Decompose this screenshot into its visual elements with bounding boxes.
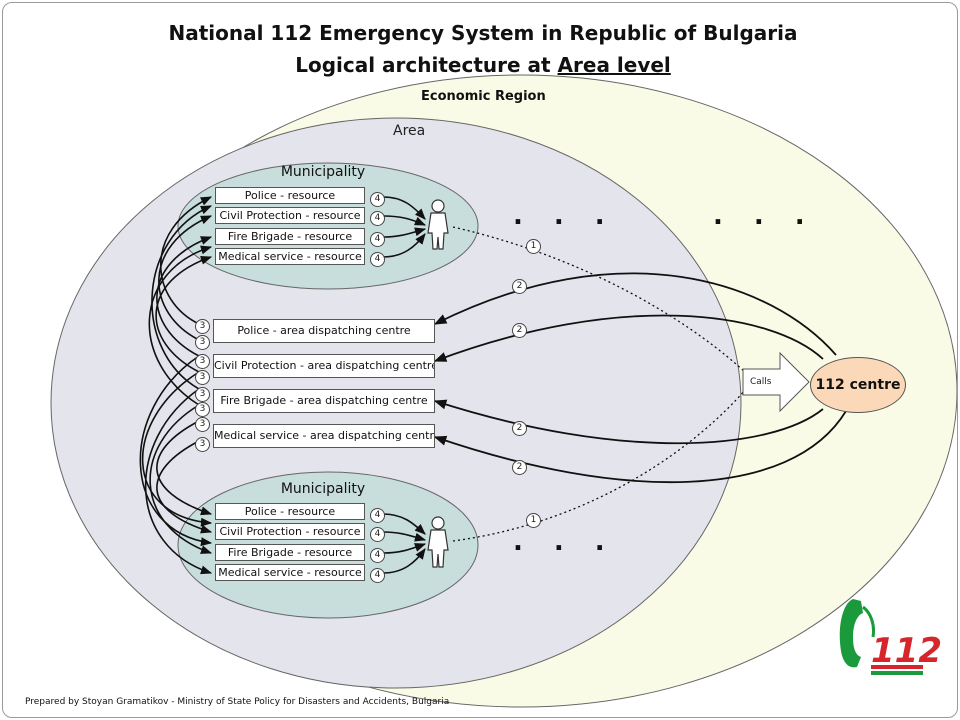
badge-3: 3 bbox=[195, 417, 210, 432]
dispatch-medical-service: Medical service - area dispatching centr… bbox=[213, 424, 435, 448]
badge-2: 2 bbox=[512, 279, 527, 294]
arrow-res-top-2 bbox=[382, 215, 427, 226]
dispatch-fire-brigade: Fire Brigade - area dispatching centre bbox=[213, 389, 435, 413]
badge-1: 1 bbox=[526, 513, 541, 528]
badge-3: 3 bbox=[195, 370, 210, 385]
resource-top-medical-service: Medical service - resource bbox=[215, 248, 365, 265]
badge-4: 4 bbox=[370, 508, 385, 523]
resource-bottom-police: Police - resource bbox=[215, 503, 365, 520]
badge-3: 3 bbox=[195, 402, 210, 417]
dispatch-civil-protection: Civil Protection - area dispatching cent… bbox=[213, 354, 435, 378]
arrow-res-top-3 bbox=[382, 227, 427, 238]
ellipsis-top-b: ... bbox=[713, 201, 836, 231]
resource-bottom-medical-service: Medical service - resource bbox=[215, 564, 365, 581]
arrow-res-top-1 bbox=[382, 196, 426, 220]
arrow-res-bot-2 bbox=[382, 531, 427, 542]
logo-112-text: 112 bbox=[871, 631, 942, 671]
title-line1: National 112 Emergency System in Republi… bbox=[168, 21, 798, 45]
ellipsis-top-a: ... bbox=[513, 201, 636, 231]
person-icon-top bbox=[427, 199, 449, 250]
arrow-disp-bot-6 bbox=[139, 355, 213, 547]
arrow-disp-top-4 bbox=[155, 256, 213, 373]
arrow-centre-fire bbox=[433, 399, 824, 445]
badge-4: 4 bbox=[370, 548, 385, 563]
badge-3: 3 bbox=[195, 319, 210, 334]
badge-2: 2 bbox=[512, 323, 527, 338]
dotted-call-bottom bbox=[452, 388, 747, 542]
resource-bottom-fire-brigade: Fire Brigade - resource bbox=[215, 544, 365, 561]
resource-top-police: Police - resource bbox=[215, 187, 365, 204]
centre-112: 112 centre bbox=[810, 357, 906, 413]
economic-region-label: Economic Region bbox=[421, 89, 546, 104]
municipality-top-label: Municipality bbox=[280, 164, 366, 180]
arrow-disp-bot-3 bbox=[149, 404, 213, 554]
badge-4: 4 bbox=[370, 568, 385, 583]
title-line2-underlined: Area level bbox=[557, 53, 671, 77]
calls-arrow bbox=[742, 351, 810, 413]
arrow-disp-bot-4 bbox=[144, 388, 213, 575]
title-line2-prefix: Logical architecture at bbox=[295, 53, 558, 77]
resource-top-fire-brigade: Fire Brigade - resource bbox=[215, 228, 365, 245]
badge-3: 3 bbox=[195, 437, 210, 452]
badge-3: 3 bbox=[195, 387, 210, 402]
dispatch-police: Police - area dispatching centre bbox=[213, 319, 435, 343]
badge-4: 4 bbox=[370, 232, 385, 247]
arrow-disp-bot-1 bbox=[156, 420, 213, 516]
arrow-disp-top-6 bbox=[148, 245, 213, 406]
resource-top-civil-protection: Civil Protection - resource bbox=[215, 207, 365, 224]
arrow-centre-medical bbox=[433, 410, 847, 484]
arrow-res-bot-4 bbox=[382, 548, 426, 574]
area-label: Area bbox=[393, 123, 426, 139]
badge-2: 2 bbox=[512, 460, 527, 475]
arrow-res-top-4 bbox=[382, 233, 426, 258]
person-icon-bottom bbox=[427, 516, 449, 568]
badge-3: 3 bbox=[195, 335, 210, 350]
logo-112-handset-icon bbox=[839, 599, 923, 675]
arrow-disp-top-2 bbox=[158, 215, 213, 341]
arrow-centre-police bbox=[433, 272, 837, 356]
arrow-disp-bot-5 bbox=[141, 371, 213, 527]
footer-credit: Prepared by Stoyan Gramatikov - Ministry… bbox=[25, 697, 450, 707]
badge-3: 3 bbox=[195, 354, 210, 369]
arrow-res-bot-1 bbox=[382, 513, 426, 535]
badge-4: 4 bbox=[370, 527, 385, 542]
arrow-centre-civil bbox=[433, 314, 824, 362]
badge-2: 2 bbox=[512, 421, 527, 436]
badge-1: 1 bbox=[526, 239, 541, 254]
municipality-bottom-label: Municipality bbox=[280, 481, 366, 497]
arrow-disp-top-5 bbox=[151, 205, 213, 390]
badge-4: 4 bbox=[370, 192, 385, 207]
resource-bottom-civil-protection: Civil Protection - resource bbox=[215, 523, 365, 540]
arrow-res-bot-3 bbox=[382, 543, 427, 554]
badge-4: 4 bbox=[370, 252, 385, 267]
title-line2: Logical architecture at Area level bbox=[3, 53, 957, 77]
arrow-disp-bot-2 bbox=[156, 440, 213, 534]
badge-4: 4 bbox=[370, 211, 385, 226]
arrow-disp-top-3 bbox=[156, 236, 213, 357]
ellipsis-bottom: ... bbox=[513, 527, 636, 557]
calls-label: Calls bbox=[750, 377, 772, 387]
